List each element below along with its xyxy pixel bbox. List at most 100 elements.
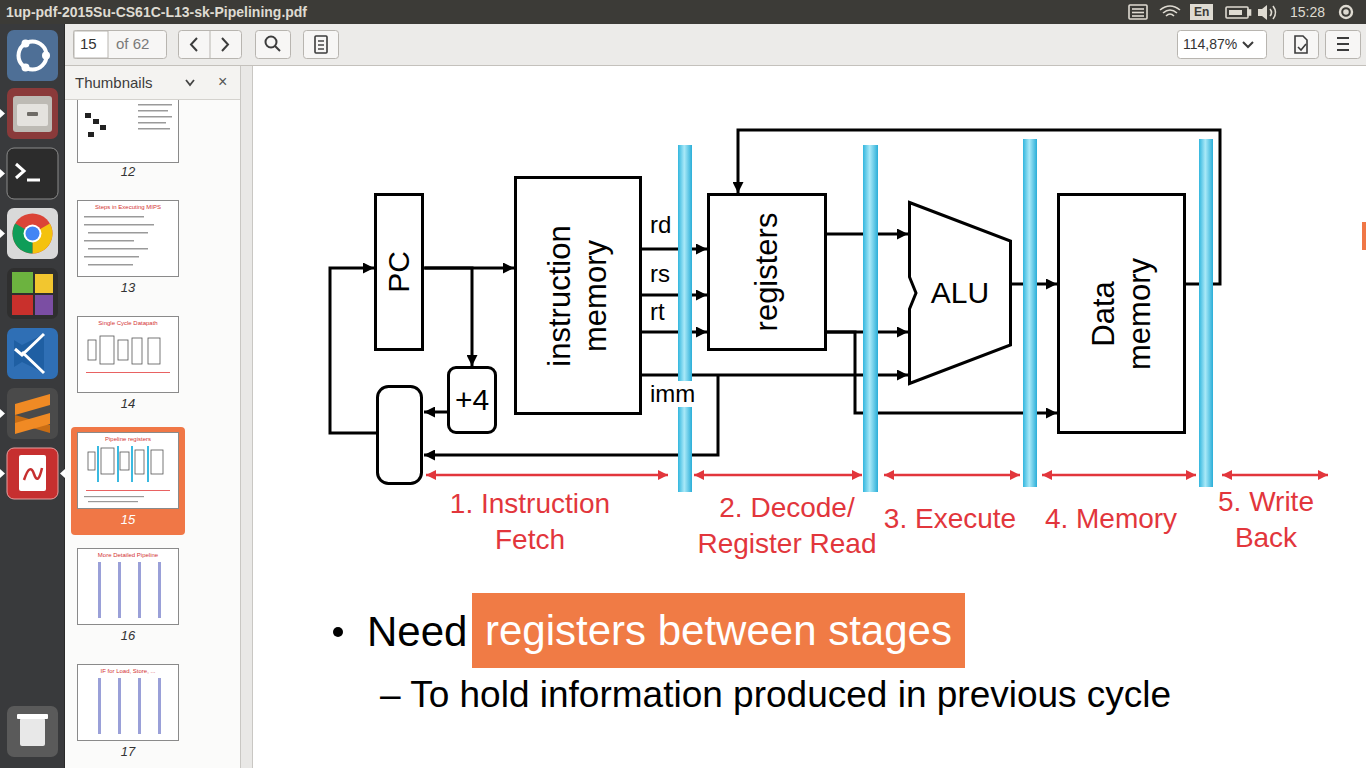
top-bar [0,0,1366,24]
pipeline-register [1199,139,1213,487]
node-label-group: PC [382,251,417,293]
tray-icon [1344,10,1348,14]
alu-outline [910,203,1011,384]
multiplexer [378,387,422,484]
thumbnail-content [138,122,166,124]
panel-title: Thumbnails [75,74,153,92]
bullet-dot [333,627,343,637]
running-indicator [0,469,5,478]
launcher-icon [13,214,53,254]
node-label-group: ALU [931,276,989,311]
thumbnail-content [84,256,139,258]
toolbar [65,24,1366,66]
toolbar-button [256,31,291,59]
tray-icon [1129,5,1352,20]
tray-icon [1132,12,1144,14]
running-indicator [0,229,5,238]
signal-name: imm [648,381,697,407]
panel-header [186,80,194,85]
thumbnail-content [97,446,99,482]
launcher-icon [7,30,58,757]
stage-label: 5. Write Back [1196,484,1336,557]
toolbar-button [74,31,1361,59]
page-number: 15 [121,512,135,528]
thumbnail-content [93,119,99,124]
thumbnail-title: Pipeline registers [105,436,151,443]
tray-icon [1270,9,1272,16]
thumbnail-content [84,240,134,242]
node-label-group: Data memory [1086,239,1157,389]
page-background [253,66,1366,768]
running-indicator [0,109,65,478]
toolbar-glyph [191,38,197,51]
panel-divider [240,66,253,768]
launcher-icon [7,88,58,139]
toolbar-glyph [1295,36,1307,53]
launcher-icon [13,96,52,132]
thumbnail-content [86,490,170,492]
running-indicator [0,169,5,178]
toolbar-glyph [318,44,324,45]
sub-bullet-text: – To hold information produced in previo… [380,673,1171,717]
thumbnail-title: More Detailed Pipeline [98,552,158,559]
launcher-icon [15,394,50,415]
scroll-marker [1362,222,1366,250]
toolbar-glyph [1298,44,1306,50]
page-thumbnail [71,427,185,535]
toolbar-button [179,31,242,59]
stage-span-arrow [426,474,668,477]
clock: 15:28 [1290,4,1325,21]
signal-wire [642,248,707,251]
launcher-icon [22,40,30,48]
thumbnail-content [84,496,144,497]
thumbnail-content [138,110,168,112]
thumbnail-diagram [88,336,163,474]
stage-label: 3. Execute [884,502,1016,536]
thumbnail-content [88,248,148,250]
launcher-icon [7,388,58,439]
thumbnail-content [100,125,106,130]
thumbnail-content [88,501,138,502]
panel-header [65,66,240,100]
launcher-icon [35,295,53,315]
thumbnail-title: Single Cycle Datapath [98,320,157,327]
launcher-icon [17,104,48,126]
tray-icon [1129,5,1147,19]
pipeline-register [863,145,878,492]
thumbnail-diagram [88,340,96,360]
toolbar-button [74,31,108,58]
node-label: ALU [931,276,989,311]
page-thumbnail [71,93,185,741]
panel-header [65,66,240,99]
running-indicator [60,469,65,478]
tray-icon [1229,10,1242,15]
launcher-icon [7,328,58,379]
signal-wire [424,268,472,366]
adder-box: +4 [447,366,497,434]
thumbnail-content [84,224,154,226]
stage-label: 4. Memory [1045,502,1177,536]
launcher-icon [12,295,33,315]
toolbar-glyph [1337,37,1349,39]
toolbar-glyph [222,38,228,51]
tray-icon [1258,5,1267,20]
thumbnail-content [138,128,170,130]
stage-span-arrow [426,474,1328,477]
launcher [64,24,65,768]
thumbnail-content [138,678,141,734]
thumbnail-content [138,562,141,618]
launcher [0,24,65,768]
thumbnail-diagram [120,452,129,470]
signal-name: rt [648,299,667,325]
launcher-icon [14,334,44,373]
thumbnail-diagram [151,450,163,474]
node-label: PC [382,251,417,293]
launcher-icon [26,227,40,241]
node-label: +4 [455,383,489,418]
tray-icon [1132,8,1144,10]
stage-label: 1. Instruction Fetch [425,486,635,559]
thumbnail-content [84,104,172,734]
launcher-icon [16,164,24,178]
tray-icon [1273,6,1276,19]
launcher-icon [19,455,46,491]
